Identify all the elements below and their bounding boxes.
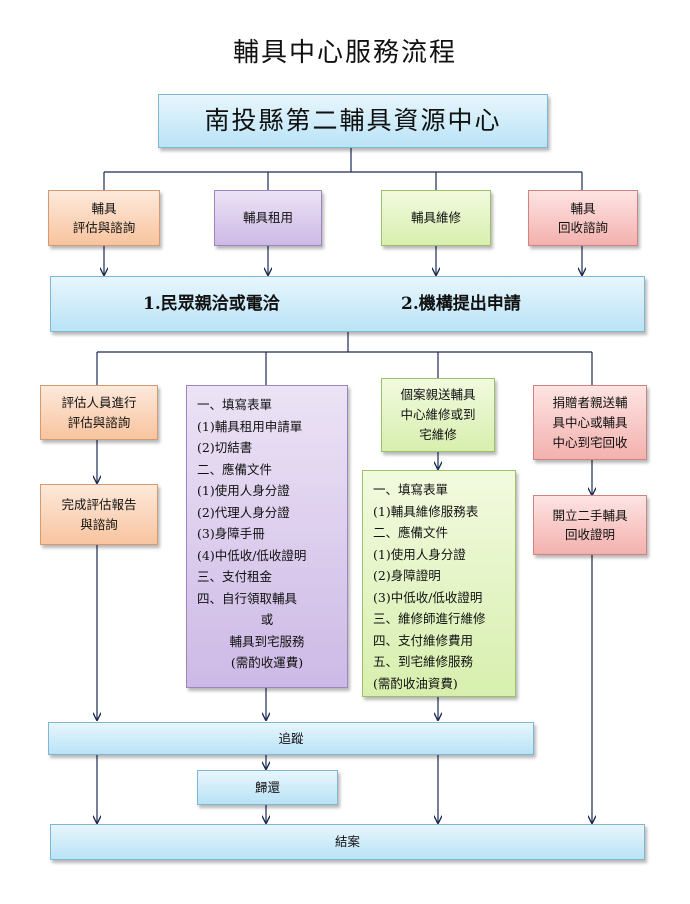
rental-step-line: 輔具到宅服務 bbox=[229, 633, 305, 649]
repair-step-line: 四、支付維修費用 bbox=[373, 632, 474, 648]
service-repair-box: 輔具維修 bbox=[381, 190, 491, 246]
rental-steps-box: 一、填寫表單 (1)輔具租用申請單 (2)切結書二、應備文件 (1)使用人身分證 (2)… bbox=[186, 385, 348, 688]
repair-step-line: (1)輔具維修服務表 bbox=[373, 503, 479, 519]
rental-step-line: (需酌收運費) bbox=[230, 655, 304, 670]
request-option-agency: 2.機構提出申請 bbox=[401, 293, 521, 314]
service-evaluation-box: 輔具 評估與諮詢 bbox=[48, 190, 160, 246]
return-box: 歸還 bbox=[197, 770, 338, 805]
repair-step-line: (1)使用人身分證 bbox=[373, 546, 466, 562]
request-methods-box: 1.民眾親洽或電洽 2.機構提出申請 bbox=[50, 276, 645, 332]
repair-step-line: 三、維修師進行維修 bbox=[373, 611, 486, 626]
recycle-intake-box: 捐贈者親送輔 具中心或輔具 中心到宅回收 bbox=[533, 385, 647, 460]
repair-step-line: 二、應備文件 bbox=[373, 525, 449, 540]
service-rental-box: 輔具租用 bbox=[214, 190, 322, 246]
recycle-certificate-box: 開立二手輔具 回收證明 bbox=[533, 495, 647, 555]
repair-step-line: (3)中低收/低收證明 bbox=[373, 589, 483, 605]
rental-step-line: 或 bbox=[260, 612, 274, 627]
rental-step-line: (2)切結書 bbox=[197, 440, 253, 455]
tracking-box: 追蹤 bbox=[48, 722, 534, 755]
evaluation-step-box: 評估人員進行 評估與諮詢 bbox=[40, 385, 158, 440]
rental-step-line: (2)代理人身分證 bbox=[197, 504, 290, 520]
repair-intake-box: 個案親送輔具 中心維修或到 宅維修 bbox=[381, 378, 495, 452]
repair-step-line: 一、填寫表單 bbox=[373, 482, 449, 497]
repair-step-line: (需酌收油資費) bbox=[373, 675, 458, 691]
rental-step-line: 四、自行領取輔具 bbox=[197, 590, 298, 606]
repair-steps-box: 一、填寫表單 (1)輔具維修服務表二、應備文件 (1)使用人身分證 (2)身障證明 (3… bbox=[362, 470, 516, 697]
resource-center-box: 南投縣第二輔具資源中心 bbox=[158, 94, 548, 148]
rental-step-line: (4)中低收/低收證明 bbox=[197, 547, 307, 563]
service-recycle-box: 輔具 回收諮詢 bbox=[528, 190, 638, 246]
page-title: 輔具中心服務流程 bbox=[232, 38, 457, 68]
request-option-walkin: 1.民眾親洽或電洽 bbox=[143, 293, 280, 314]
repair-step-line: (2)身障證明 bbox=[373, 568, 441, 583]
rental-step-line: 二、應備文件 bbox=[197, 461, 273, 477]
rental-step-line: (3)身障手冊 bbox=[197, 526, 265, 541]
evaluation-report-box: 完成評估報告 與諮詢 bbox=[40, 484, 158, 545]
rental-step-line: (1)輔具租用申請單 bbox=[197, 418, 303, 434]
repair-step-line: 五、到宅維修服務 bbox=[373, 654, 474, 669]
case-closed-box: 結案 bbox=[50, 824, 645, 860]
rental-step-line: 三、支付租金 bbox=[197, 569, 273, 584]
rental-step-line: 一、填寫表單 bbox=[197, 397, 273, 412]
rental-step-line: (1)使用人身分證 bbox=[197, 483, 290, 498]
